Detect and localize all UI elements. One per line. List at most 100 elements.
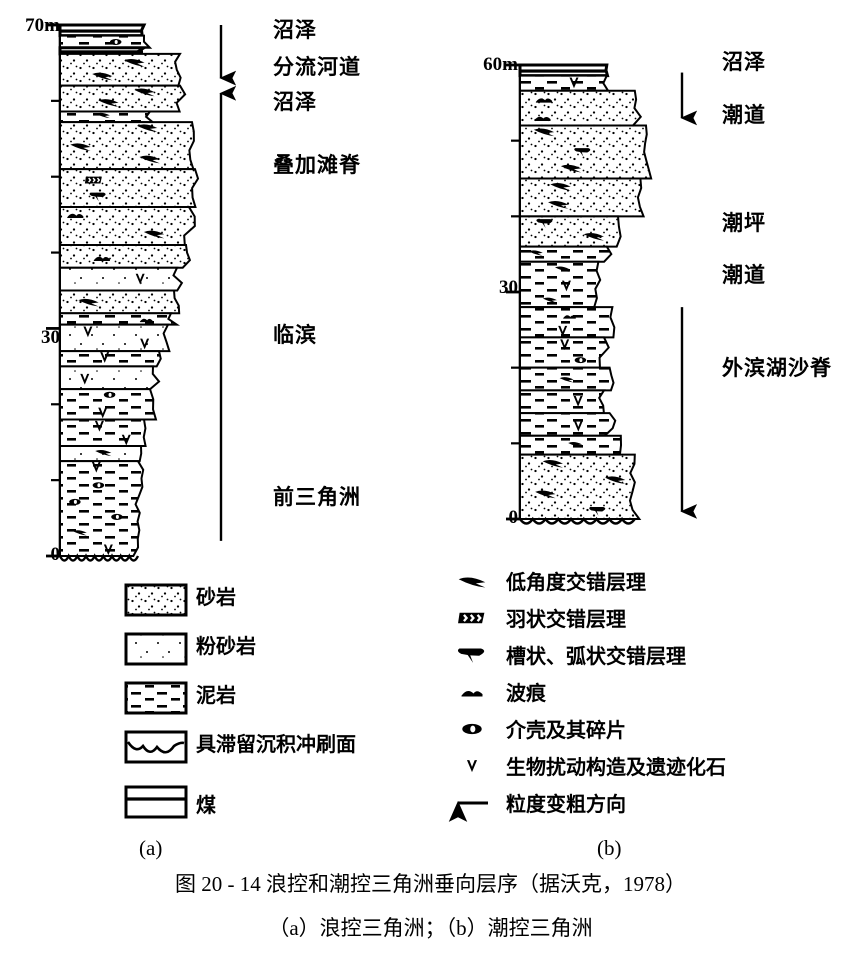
panel-b-bed-mudstone	[519, 412, 617, 437]
panel-b-glyph-low-angle	[604, 476, 626, 485]
legend-structure-label-2: 槽状、弧状交错层理	[506, 646, 686, 668]
trough-arc-cross-bedding-icon	[457, 648, 485, 663]
panel-b-glyph-low-angle	[542, 459, 563, 468]
panel-a-bed-coal	[58, 46, 150, 56]
panel-b-bed-sandstone	[519, 453, 642, 520]
figure-caption-sub: （a）浪控三角洲；（b）潮控三角洲	[268, 916, 593, 940]
panel-a-facies-label-4: 临滨	[273, 324, 317, 347]
panel-a-glyph-burrow	[121, 434, 131, 446]
legend-structure-label-3: 波痕	[506, 683, 546, 705]
panel-b-glyph-low-angle	[550, 183, 571, 191]
panel-b-glyph-ripple	[535, 98, 552, 103]
panel-a-glyph-burrow	[94, 420, 104, 432]
panel-a-bed-siltstone	[59, 266, 184, 292]
panel-a-glyph-shell	[109, 38, 122, 46]
panel-a-glyph-burrow	[103, 544, 113, 556]
panel-b-facies-label-2: 潮坪	[722, 212, 766, 235]
panel-a-facies-label-2: 沼泽	[273, 91, 317, 114]
panel-b-glyph-low-angle	[533, 128, 555, 137]
legend-structure-label-6: 粒度变粗方向	[506, 794, 626, 816]
legend-lithology-label-1: 粉砂岩	[196, 636, 256, 658]
panel-a-facies-label-5: 前三角洲	[273, 486, 361, 509]
panel-b-glyph-burrow	[573, 395, 583, 407]
panel-a-glyph-burrow	[83, 326, 93, 338]
panel-a-facies-label-3: 叠加滩脊	[273, 154, 361, 177]
panel-a-glyph-low-angle	[92, 72, 113, 81]
panel-b-glyph-burrow	[561, 280, 571, 292]
panel-a-facies-label-0: 沼泽	[273, 19, 317, 42]
panel-b-tag: (b)	[597, 836, 622, 860]
panel-b-glyph-low-angle	[535, 490, 556, 499]
panel-b-basal-scour-surface	[519, 516, 636, 525]
legend-lithology-label-3: 具滞留沉积冲刷面	[196, 734, 356, 756]
panel-a-bed-mudstone	[59, 34, 153, 49]
panel-b-glyph-trough	[536, 219, 553, 228]
panel-b-glyph-burrow	[569, 77, 579, 89]
panel-a-glyph-ripple	[93, 256, 110, 262]
panel-b-glyph-low-angle	[554, 266, 569, 272]
panel-a-glyph-shell	[69, 498, 81, 505]
panel-a-bed-sandstone	[59, 121, 195, 171]
panel-a-glyph-shell	[103, 391, 116, 398]
bioturbation-trace-fossil-icon	[466, 760, 478, 773]
herringbone-cross-bedding-icon	[458, 612, 485, 624]
panel-a-glyph-low-angle	[95, 449, 112, 457]
panel-a-glyph-low-angle	[136, 124, 158, 133]
panel-a-glyph-burrow	[140, 338, 150, 350]
legend-structure-label-0: 低角度交错层理	[506, 572, 646, 594]
shell-fragment-icon	[462, 723, 482, 735]
panel-a-glyph-burrow	[135, 273, 145, 285]
panel-a-glyph-low-angle	[78, 298, 99, 307]
legend-structure-label-1: 羽状交错层理	[506, 609, 626, 631]
panel-a-basal-scour-surface	[58, 553, 140, 562]
panel-b-bed-sandstone	[519, 89, 643, 127]
panel-b-axis-label-30: 30	[499, 277, 518, 298]
panel-a-bed-siltstone	[59, 445, 143, 463]
panel-a-glyph-burrow	[98, 407, 108, 419]
panel-a-bed-sandstone	[59, 206, 196, 246]
panel-a-glyph-low-angle	[139, 155, 160, 164]
panel-a-glyph-shell	[111, 513, 123, 520]
panel-b-bed-mudstone	[519, 389, 606, 415]
panel-a-bed-mudstone	[59, 418, 147, 448]
panel-b-coal-seam	[521, 69, 606, 73]
panel-a-tag: (a)	[139, 836, 163, 860]
scour-surface-swatch-wavy-line	[126, 741, 185, 754]
panel-a-coal-seam	[61, 29, 143, 33]
panel-b-glyph-shell	[574, 357, 587, 364]
panel-b-bed-mudstone	[519, 260, 602, 309]
panel-a-glyph-low-angle	[124, 59, 145, 67]
panel-a-glyph-low-angle	[98, 99, 119, 107]
panel-a-glyph-herringbone	[84, 176, 102, 184]
panel-a-bed-mudstone	[59, 350, 162, 368]
panel-a-bed-sandstone	[59, 289, 181, 315]
panel-a-bed-siltstone	[59, 323, 171, 353]
mudstone-swatch	[124, 681, 188, 715]
panel-a-glyph-low-angle	[134, 88, 155, 97]
panel-a-bed-mudstone	[59, 110, 156, 124]
panel-a-coal-seam	[61, 50, 143, 54]
panel-b-glyph-low-angle	[560, 164, 582, 173]
panel-a-bed-coal	[58, 23, 147, 38]
panel-b-bed-mudstone	[519, 336, 610, 369]
panel-b-glyph-ripple	[534, 116, 551, 121]
figure-caption-main: 图 20 - 14 浪控和潮控三角洲垂向层序（据沃克，1978）	[175, 872, 686, 896]
legend-structure-label-5: 生物扰动构造及遗迹化石	[506, 757, 726, 779]
panel-a-glyph-low-angle	[70, 143, 91, 152]
panel-b-glyph-low-angle	[559, 377, 574, 383]
sandstone-swatch	[124, 583, 188, 617]
panel-a-glyph-burrow	[80, 373, 90, 385]
panel-a-bed-sandstone	[59, 243, 192, 269]
panel-a-axis-label-70m: 70m	[25, 15, 60, 36]
legend-lithology-label-0: 砂岩	[196, 587, 236, 609]
panel-b-glyph-low-angle	[542, 297, 557, 303]
panel-b-glyph-low-angle	[583, 232, 604, 241]
panel-a-bed-mudstone	[59, 460, 145, 557]
panel-a-glyph-low-angle	[143, 230, 165, 239]
panel-b-glyph-burrow	[558, 325, 568, 337]
panel-a-glyph-low-angle	[72, 530, 87, 536]
panel-a-glyph-ripple	[67, 213, 84, 219]
panel-a-facies-label-1: 分流河道	[273, 56, 361, 79]
